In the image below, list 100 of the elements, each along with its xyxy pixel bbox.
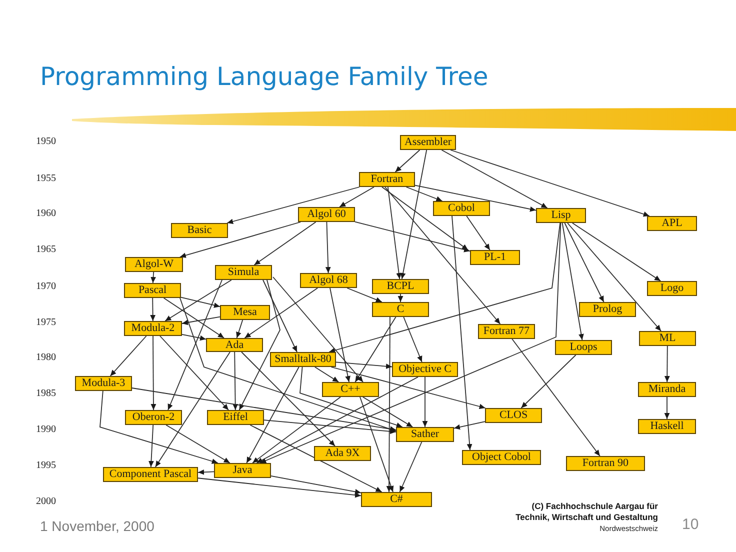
year-label: 1950: [36, 136, 56, 148]
arrow: [110, 336, 147, 376]
title: Programming Language Family Tree: [40, 62, 488, 92]
year-label: 1995: [36, 460, 56, 472]
arrow: [264, 420, 396, 434]
language-node: C: [372, 302, 429, 317]
language-node: Assembler: [400, 135, 456, 150]
arrow: [179, 222, 302, 258]
arrow: [254, 222, 316, 266]
language-node: Oberon-2: [125, 410, 182, 425]
arrow: [394, 150, 420, 172]
language-node: Fortran 77: [478, 324, 535, 339]
brush-stroke: [72, 107, 736, 132]
language-node: Lisp: [536, 208, 586, 223]
arrow: [260, 222, 562, 464]
arrow: [450, 150, 650, 217]
copyright-notice: (C) Fachhochschule Aargau für Technik, Wirtschaft und Gestaltung: [514, 501, 658, 523]
arrow: [252, 396, 341, 464]
arrow: [150, 298, 156, 322]
arrow: [664, 346, 670, 382]
arrow: [150, 336, 156, 410]
arrow: [567, 222, 662, 332]
language-node: Cobol: [433, 201, 490, 216]
language-node: Pascal: [124, 283, 181, 298]
arrow: [512, 338, 600, 456]
language-node: Ada: [206, 338, 263, 352]
arrow: [354, 221, 470, 252]
arrow: [182, 316, 220, 326]
year-label: 1960: [36, 208, 56, 220]
arrow: [466, 216, 490, 250]
arrow: [452, 216, 472, 450]
year-label: 1980: [36, 352, 56, 364]
language-node: Prolog: [579, 302, 636, 317]
arrow: [325, 222, 331, 274]
arrow: [562, 222, 584, 340]
arrow: [386, 316, 392, 492]
arrow: [180, 296, 220, 308]
arrow: [272, 276, 364, 382]
language-node: Java: [214, 463, 271, 478]
language-node: Eiffel: [207, 410, 264, 425]
language-node: Component Pascal: [103, 467, 198, 482]
year-label: 1985: [36, 388, 56, 400]
language-node: Sather: [396, 427, 454, 442]
arrow: [300, 366, 403, 428]
arrow: [100, 390, 218, 464]
year-label: 1990: [36, 424, 56, 436]
arrow: [163, 298, 224, 338]
language-node: Fortran: [359, 172, 415, 187]
language-node: Miranda: [638, 382, 696, 397]
arrow: [406, 186, 443, 202]
language-node: C++: [322, 382, 379, 397]
date-text: 1 November, 2000: [40, 518, 154, 534]
arrow: [244, 288, 318, 338]
arrow: [262, 280, 298, 352]
language-node: Smalltalk-80: [270, 352, 336, 367]
arrow: [164, 280, 232, 322]
arrow: [346, 288, 382, 302]
arrow: [328, 222, 561, 353]
arrow: [226, 186, 360, 224]
arrow: [400, 150, 428, 280]
arrow: [520, 354, 576, 408]
language-node: Ada 9X: [314, 446, 371, 461]
language-node: Simula: [215, 265, 272, 280]
language-node: Objective C: [392, 362, 458, 377]
arrow: [387, 186, 402, 280]
arrow: [256, 376, 418, 464]
arrow: [198, 469, 214, 475]
language-node: Modula-2: [124, 321, 182, 336]
arrow: [246, 366, 300, 464]
language-node: C#: [361, 492, 432, 507]
year-label: 1970: [36, 281, 56, 293]
arrow: [180, 298, 396, 432]
language-node: CLOS: [485, 408, 542, 423]
arrow: [360, 396, 394, 492]
arrow: [154, 352, 230, 468]
language-node: Basic: [171, 223, 228, 238]
arrow: [330, 366, 486, 410]
year-label: 2000: [36, 496, 56, 508]
arrow: [270, 475, 362, 494]
arrow: [664, 396, 670, 420]
arrow: [354, 316, 396, 382]
arrow: [241, 352, 336, 446]
language-node: PL-1: [470, 250, 520, 265]
arrow: [330, 288, 350, 382]
language-node: Loops: [555, 340, 612, 355]
arrow: [339, 186, 374, 208]
arrow: [166, 424, 230, 464]
arrow: [150, 272, 156, 284]
arrow: [314, 366, 340, 382]
arrow: [441, 150, 548, 208]
year-label: 1975: [36, 317, 56, 329]
language-node: Algol-W: [125, 257, 183, 272]
arrow: [399, 442, 422, 492]
language-node: Logo: [647, 281, 697, 296]
arrow: [238, 280, 280, 410]
arrow: [168, 280, 222, 410]
year-label: 1965: [36, 244, 56, 256]
arrow: [148, 424, 154, 468]
language-node: Algol 60: [298, 207, 355, 222]
language-node: Algol 68: [300, 273, 357, 288]
